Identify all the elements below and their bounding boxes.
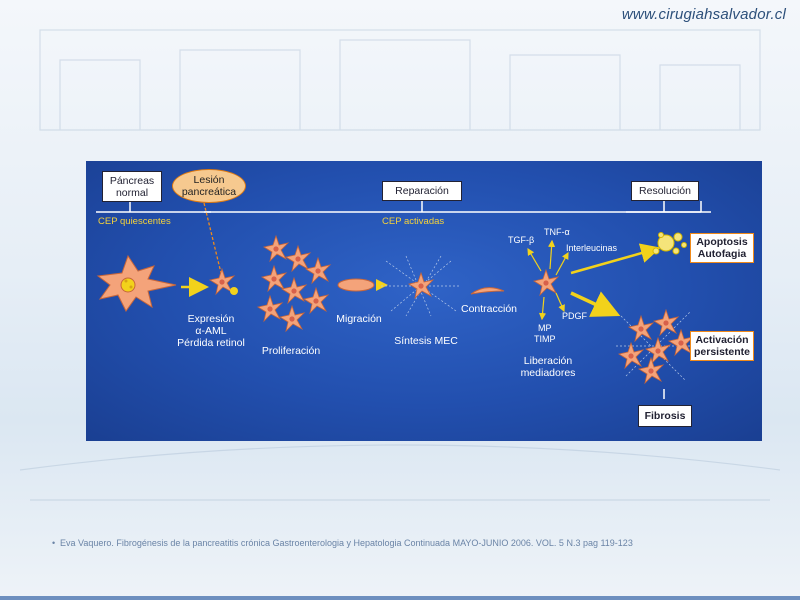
quiescent-cell	[96, 254, 177, 312]
apoptosis-box: Apoptosis Autofagia	[690, 233, 754, 263]
contraccion-label: Contracción	[460, 303, 518, 315]
expresion-label: Expresión α-AML Pérdida retinol	[177, 313, 245, 349]
lesion-arrow	[203, 202, 222, 274]
citation-text: Eva Vaquero. Fibrogénesis de la pancreat…	[60, 538, 633, 548]
tnf-label: TNF-α	[544, 227, 570, 237]
timp-label: TIMP	[534, 334, 556, 344]
migration-cell	[337, 278, 375, 292]
fibrosis-box: Fibrosis	[638, 405, 692, 427]
migracion-label: Migración	[336, 313, 382, 325]
mp-label: MP	[538, 323, 552, 333]
contraction-cell	[470, 287, 505, 295]
proliferacion-label: Proliferación	[261, 345, 321, 357]
lesion-oval: Lesión pancreática	[172, 169, 246, 203]
tgf-label: TGF-β	[508, 235, 535, 245]
pdgf-label: PDGF	[562, 311, 588, 321]
cep-quiescentes-label: CEP quiescentes	[98, 216, 171, 227]
sintesis-label: Síntesis MEC	[394, 335, 458, 347]
interleucinas-label: Interleucinas	[566, 243, 618, 253]
diagram-graphics	[96, 201, 711, 399]
proliferation-cells	[257, 235, 331, 332]
liberacion-label: Liberación mediadores	[520, 355, 576, 379]
apoptosis-bodies	[652, 232, 687, 255]
site-url[interactable]: www.cirugiahsalvador.cl	[621, 6, 786, 23]
reparacion-box: Reparación	[382, 181, 462, 201]
cep-activadas-label: CEP activadas	[382, 216, 445, 227]
resolucion-box: Resolución	[631, 181, 699, 201]
activacion-box: Activación persistente	[690, 331, 754, 361]
mediator-cell	[533, 269, 559, 296]
pancreas-normal-box: Páncreas normal	[102, 171, 162, 202]
diagram-panel: Páncreas normal Lesión pancreática Repar…	[86, 161, 762, 441]
persistent-cells	[616, 309, 698, 384]
bottom-band	[0, 596, 800, 600]
citation-bullet: •	[52, 538, 56, 548]
